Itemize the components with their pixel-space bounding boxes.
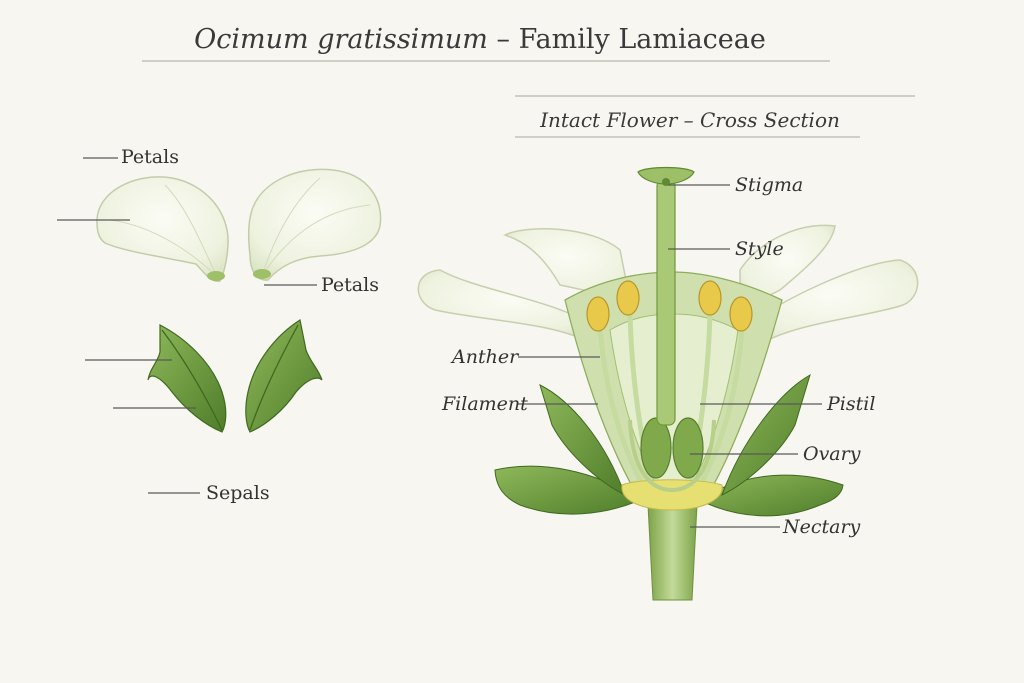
flower-cross-section <box>417 166 919 601</box>
label-ovary: Ovary <box>803 443 861 465</box>
species-name: Ocimum gratissimum <box>194 24 488 55</box>
section-title: Intact Flower – Cross Section <box>540 108 840 132</box>
ovary-lobes <box>628 417 716 493</box>
label-style: Style <box>735 238 784 260</box>
family-name: Family Lamiaceae <box>518 24 766 55</box>
detached-sepal-left <box>147 324 227 433</box>
detached-petal-right <box>247 168 382 281</box>
detached-sepal-right <box>245 319 323 433</box>
plate-title: Ocimum gratissimum – Family Lamiaceae <box>0 24 960 55</box>
label-pistil: Pistil <box>827 393 876 415</box>
title-separator: – <box>496 24 511 55</box>
label-nectary: Nectary <box>783 516 861 538</box>
leader-lines <box>57 157 822 528</box>
label-stigma: Stigma <box>735 174 804 196</box>
anthers <box>586 280 753 332</box>
detached-petal-left <box>96 176 229 283</box>
label-anther: Anther <box>452 346 519 368</box>
label-petals-top: Petals <box>121 146 179 168</box>
rule-lines <box>142 60 915 138</box>
label-petals-right: Petals <box>321 274 379 296</box>
label-filament: Filament <box>442 393 528 415</box>
label-sepals: Sepals <box>206 482 270 504</box>
